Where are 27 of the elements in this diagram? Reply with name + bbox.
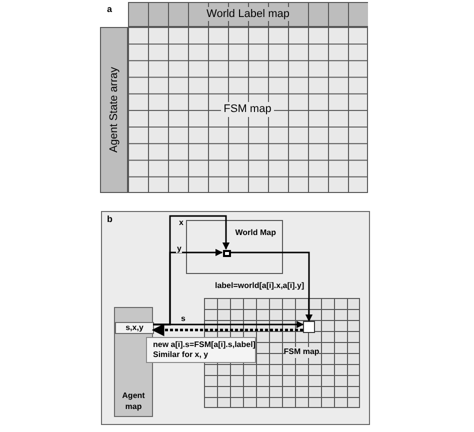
axis-label: World Label map: [204, 6, 292, 22]
note-text: new a[i].s=FSM[a[i].s,label]: [153, 340, 256, 350]
map-label: s,x,y: [126, 322, 144, 334]
axis-label: Agent State array: [106, 67, 121, 153]
arrow: [152, 324, 303, 336]
map-label: Agent map: [121, 391, 146, 412]
map-label: FSM map: [220, 102, 274, 117]
map-label: World Map: [235, 228, 276, 238]
table-row: [115, 322, 154, 334]
edge-label: s: [180, 314, 186, 323]
note-box: [146, 337, 256, 363]
grid-map: [128, 27, 368, 193]
side-bar: [100, 27, 128, 193]
edge-label: y: [176, 244, 182, 253]
cell-marker: [303, 321, 315, 333]
edge-label: x: [178, 218, 184, 227]
note-text: Similar for x, y: [153, 350, 208, 360]
header-bar: [128, 2, 368, 27]
cell-marker: [223, 250, 231, 257]
map-label: FSM map: [284, 347, 320, 358]
panel-letter: b: [107, 214, 112, 224]
arrow: [153, 320, 304, 328]
panel-letter: a: [107, 4, 112, 14]
arrow: [230, 252, 313, 322]
map-box: [186, 220, 283, 274]
map-column: [114, 307, 153, 417]
edge-label: label=world[a[i].x,a[i].y]: [214, 281, 306, 290]
